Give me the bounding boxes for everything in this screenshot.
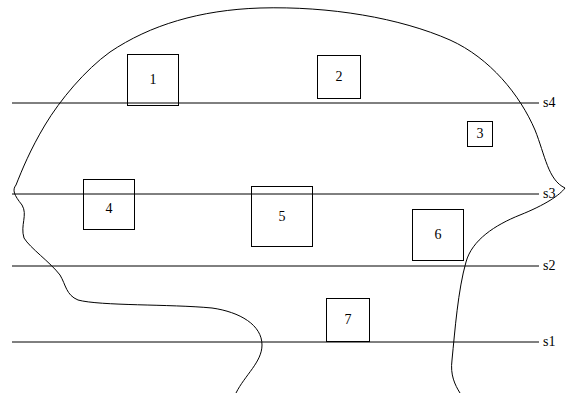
slice-label: s3 — [543, 187, 555, 201]
box-number: 3 — [477, 127, 484, 141]
box-number: 2 — [336, 70, 343, 84]
slice-label: s1 — [543, 335, 555, 349]
box-number: 7 — [345, 313, 352, 327]
numbered-box: 7 — [326, 298, 370, 342]
numbered-box: 5 — [251, 186, 313, 247]
numbered-box: 3 — [467, 121, 493, 147]
box-number: 4 — [106, 202, 113, 216]
slice-label: s2 — [543, 259, 555, 273]
numbered-box: 4 — [83, 179, 135, 230]
box-number: 5 — [279, 210, 286, 224]
numbered-box: 6 — [412, 209, 464, 261]
box-number: 6 — [435, 228, 442, 242]
slice-label: s4 — [543, 96, 555, 110]
numbered-box: 2 — [317, 55, 361, 99]
slice-line — [12, 342, 539, 343]
numbered-box: 1 — [127, 54, 179, 106]
slice-line — [12, 103, 539, 104]
slice-line — [12, 266, 539, 267]
head-outline — [14, 8, 565, 393]
slice-line — [12, 194, 539, 195]
box-number: 1 — [150, 73, 157, 87]
